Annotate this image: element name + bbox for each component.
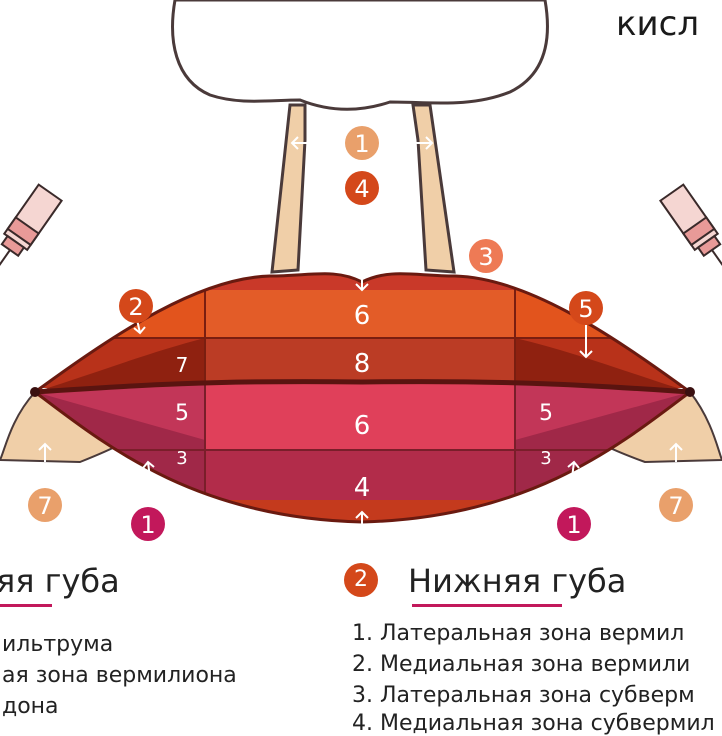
- zone-label-upper-center: 8: [354, 349, 371, 379]
- badge-right-1: 1: [557, 507, 591, 541]
- svg-text:7: 7: [37, 492, 52, 520]
- lower-lip-item-2: 2. Медиальная зона вермили: [352, 652, 691, 677]
- left-lip-corner: [30, 387, 40, 397]
- zone-badges: 1 4 3 2 5 7 7 1 1: [28, 126, 693, 541]
- svg-text:3: 3: [478, 243, 493, 271]
- zone-label-lower-left-3: 3: [176, 448, 187, 469]
- svg-text:1: 1: [566, 511, 581, 539]
- lower-lip-heading: Нижняя губа: [408, 562, 627, 600]
- lower-lip-item-4: 4. Медиальная зона субвермил: [352, 711, 715, 736]
- badge-left-7: 7: [28, 488, 62, 522]
- badge-center-4: 4: [345, 171, 379, 205]
- upper-lip-heading-underline: [0, 604, 52, 607]
- lower-lip-item-1: 1. Латеральная зона вермил: [352, 621, 685, 646]
- svg-text:5: 5: [578, 295, 593, 323]
- upper-lip-zone-7: [35, 338, 205, 392]
- zone-label-lower-right-5: 5: [539, 401, 553, 426]
- svg-text:4: 4: [354, 175, 369, 203]
- badge-right-3: 3: [469, 239, 503, 273]
- badge-right-5: 5: [569, 291, 603, 325]
- svg-text:2: 2: [128, 293, 143, 321]
- zone-label-lower-left-5: 5: [175, 401, 189, 426]
- badge-right-7: 7: [659, 488, 693, 522]
- zone-label-upper-top: 6: [354, 301, 371, 331]
- left-syringe: [0, 183, 64, 296]
- svg-text:1: 1: [140, 511, 155, 539]
- svg-text:1: 1: [354, 130, 369, 158]
- right-lip-corner: [685, 387, 695, 397]
- lower-lip-heading-underline: [412, 604, 562, 607]
- right-syringe: [658, 183, 722, 296]
- lip-line: [34, 379, 691, 395]
- page-title: кисл: [616, 4, 700, 44]
- nose-outline: [171, 0, 549, 111]
- zone-labels: 6 8 7 5 6 5 3 3 4: [175, 301, 553, 503]
- zone-label-lower-bottom-4: 4: [354, 473, 371, 503]
- badge-philtrum-1: 1: [345, 126, 379, 160]
- upper-lip-item-2: ая зона вермилиона: [2, 663, 237, 688]
- svg-text:7: 7: [668, 492, 683, 520]
- upper-lip-item-1: ильтрума: [2, 632, 114, 657]
- zone-label-upper-left: 7: [176, 353, 189, 377]
- badge-left-1: 1: [131, 507, 165, 541]
- lower-lip-item-3: 3. Латеральная зона субверм: [352, 683, 695, 708]
- lip-injection-zones-diagram: 6 8 7 5 6 5 3 3 4 1 4 3 2 5 7 7 1 1: [0, 0, 722, 541]
- upper-lip-heading: яя губа: [0, 562, 120, 600]
- injection-arrows: [38, 136, 683, 530]
- zone-label-lower-center-6: 6: [354, 411, 371, 441]
- lower-lip: [35, 381, 690, 522]
- zone-label-lower-right-3: 3: [540, 448, 551, 469]
- badge-left-2: 2: [119, 289, 153, 323]
- upper-lip-item-3: дона: [2, 694, 59, 719]
- lower-lip-badge: 2: [344, 563, 378, 597]
